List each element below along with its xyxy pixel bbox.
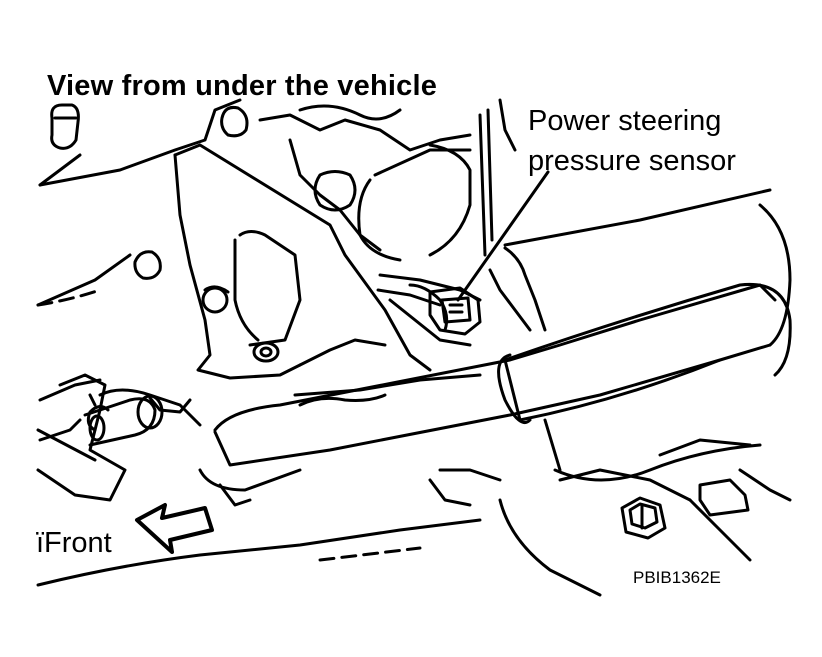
bolt-bottom-right [620,496,667,540]
catalytic-converter [503,282,792,482]
bolt-top-center [220,106,249,138]
engine-components [258,98,517,262]
figure-title: View from under the vehicle [47,70,438,102]
callout-label: Power steering pressure sensor [528,101,736,181]
front-direction-label: ïFront [36,527,112,559]
bracket-right [698,478,750,517]
front-arrow-icon [135,503,214,554]
figure-code: PBIB1362E [633,568,721,587]
mount-bolt-left [201,285,230,314]
crossmember [173,143,432,380]
lower-linkage [98,373,482,507]
pressure-sensor [428,286,482,336]
chassis-outline [36,98,242,442]
callout-line-2: pressure sensor [528,145,736,177]
mount-bolt-lower [252,341,280,363]
callout-line-1: Power steering [528,105,722,137]
bolt-top-left [50,103,80,150]
callout-leader-line [456,170,550,302]
bolt-left-side [133,250,162,280]
exhaust-pipe [213,188,792,467]
lower-frame [36,438,792,597]
bracket-left [36,373,127,502]
